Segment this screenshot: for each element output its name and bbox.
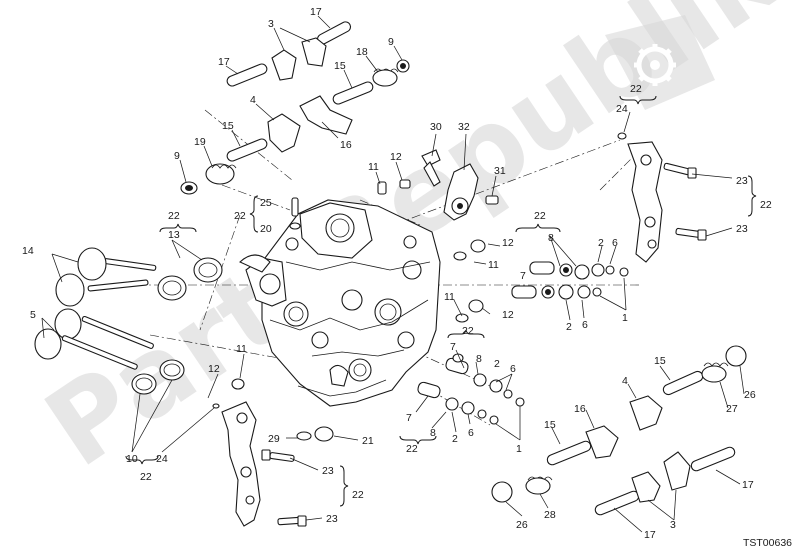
callout-10: 10 [126,453,138,465]
callout-11: 11 [488,259,499,271]
callout-9: 9 [174,150,180,162]
callout-23: 23 [322,465,334,477]
callout-6: 6 [468,427,474,439]
callout-2: 2 [494,358,500,370]
callout-19: 19 [194,136,206,148]
callout-8: 8 [548,232,554,244]
callout-1: 1 [516,443,522,455]
callout-18: 18 [356,46,368,58]
callout-22: 22 [406,443,418,455]
callout-20: 20 [260,223,272,235]
callout-17: 17 [310,6,322,18]
callout-7: 7 [406,412,412,424]
callout-7: 7 [520,270,526,282]
callout-15: 15 [334,60,346,72]
sensor-group [289,149,499,230]
callout-22: 22 [168,210,180,222]
callout-1: 1 [622,312,628,324]
callout-11: 11 [444,291,455,303]
callout-23: 23 [736,223,748,235]
callout-26: 26 [744,389,756,401]
callout-17: 17 [644,529,656,541]
callout-22: 22 [462,325,474,337]
callout-12: 12 [502,309,514,321]
callout-12: 12 [502,237,514,249]
callout-6: 6 [510,363,516,375]
callout-4: 4 [622,375,628,387]
callout-2: 2 [452,433,458,445]
callout-22: 22 [352,489,364,501]
callout-3: 3 [268,18,274,30]
upper-rocker-group [180,21,410,195]
cylinder-head [239,199,441,407]
callout-15: 15 [222,120,234,132]
group-brackets [125,95,757,507]
callout-25: 25 [260,197,272,209]
callout-13: 13 [168,229,180,241]
callout-4: 4 [250,94,256,106]
callout-31: 31 [494,165,506,177]
callout-14: 14 [22,245,34,257]
callout-24: 24 [616,103,628,115]
callout-27: 27 [726,403,738,415]
callout-28: 28 [544,509,556,521]
callout-16: 16 [340,139,352,151]
callout-labels: 3 17 9 18 17 15 4 16 15 19 9 30 32 12 11… [22,6,772,541]
callout-6: 6 [582,319,588,331]
callout-30: 30 [430,121,442,133]
callout-16: 16 [574,403,586,415]
callout-22: 22 [534,210,546,222]
callout-23: 23 [326,513,338,525]
callout-12: 12 [208,363,220,375]
lower-rocker-group [491,345,747,516]
gear-icon [605,15,715,110]
callout-3: 3 [670,519,676,531]
callout-12: 12 [390,151,402,163]
callout-11: 11 [236,343,247,355]
callout-6: 6 [612,237,618,249]
left-valves-group [34,247,223,395]
callout-32: 32 [458,121,470,133]
callout-8: 8 [476,353,482,365]
left-cap-group [212,378,334,527]
callout-11: 11 [368,161,379,173]
callout-21: 21 [362,435,374,447]
callout-17: 17 [742,479,754,491]
callout-23: 23 [736,175,748,187]
leader-lines [41,15,745,533]
callout-22: 22 [760,199,772,211]
callout-29: 29 [268,433,280,445]
callout-9: 9 [388,36,394,48]
callout-7: 7 [450,341,456,353]
callout-22: 22 [140,471,152,483]
callout-8: 8 [430,427,436,439]
callout-24: 24 [156,453,168,465]
callout-15: 15 [654,355,666,367]
callout-17: 17 [218,56,230,68]
callout-22: 22 [630,83,642,95]
callout-5: 5 [30,309,36,321]
drawing-code: TST00636 [742,537,792,549]
callout-22: 22 [234,210,246,222]
right-cap-group [617,132,707,263]
tappets-group [417,239,629,425]
callout-2: 2 [598,237,604,249]
callout-26: 26 [516,519,528,531]
callout-2: 2 [566,321,572,333]
callout-15: 15 [544,419,556,431]
